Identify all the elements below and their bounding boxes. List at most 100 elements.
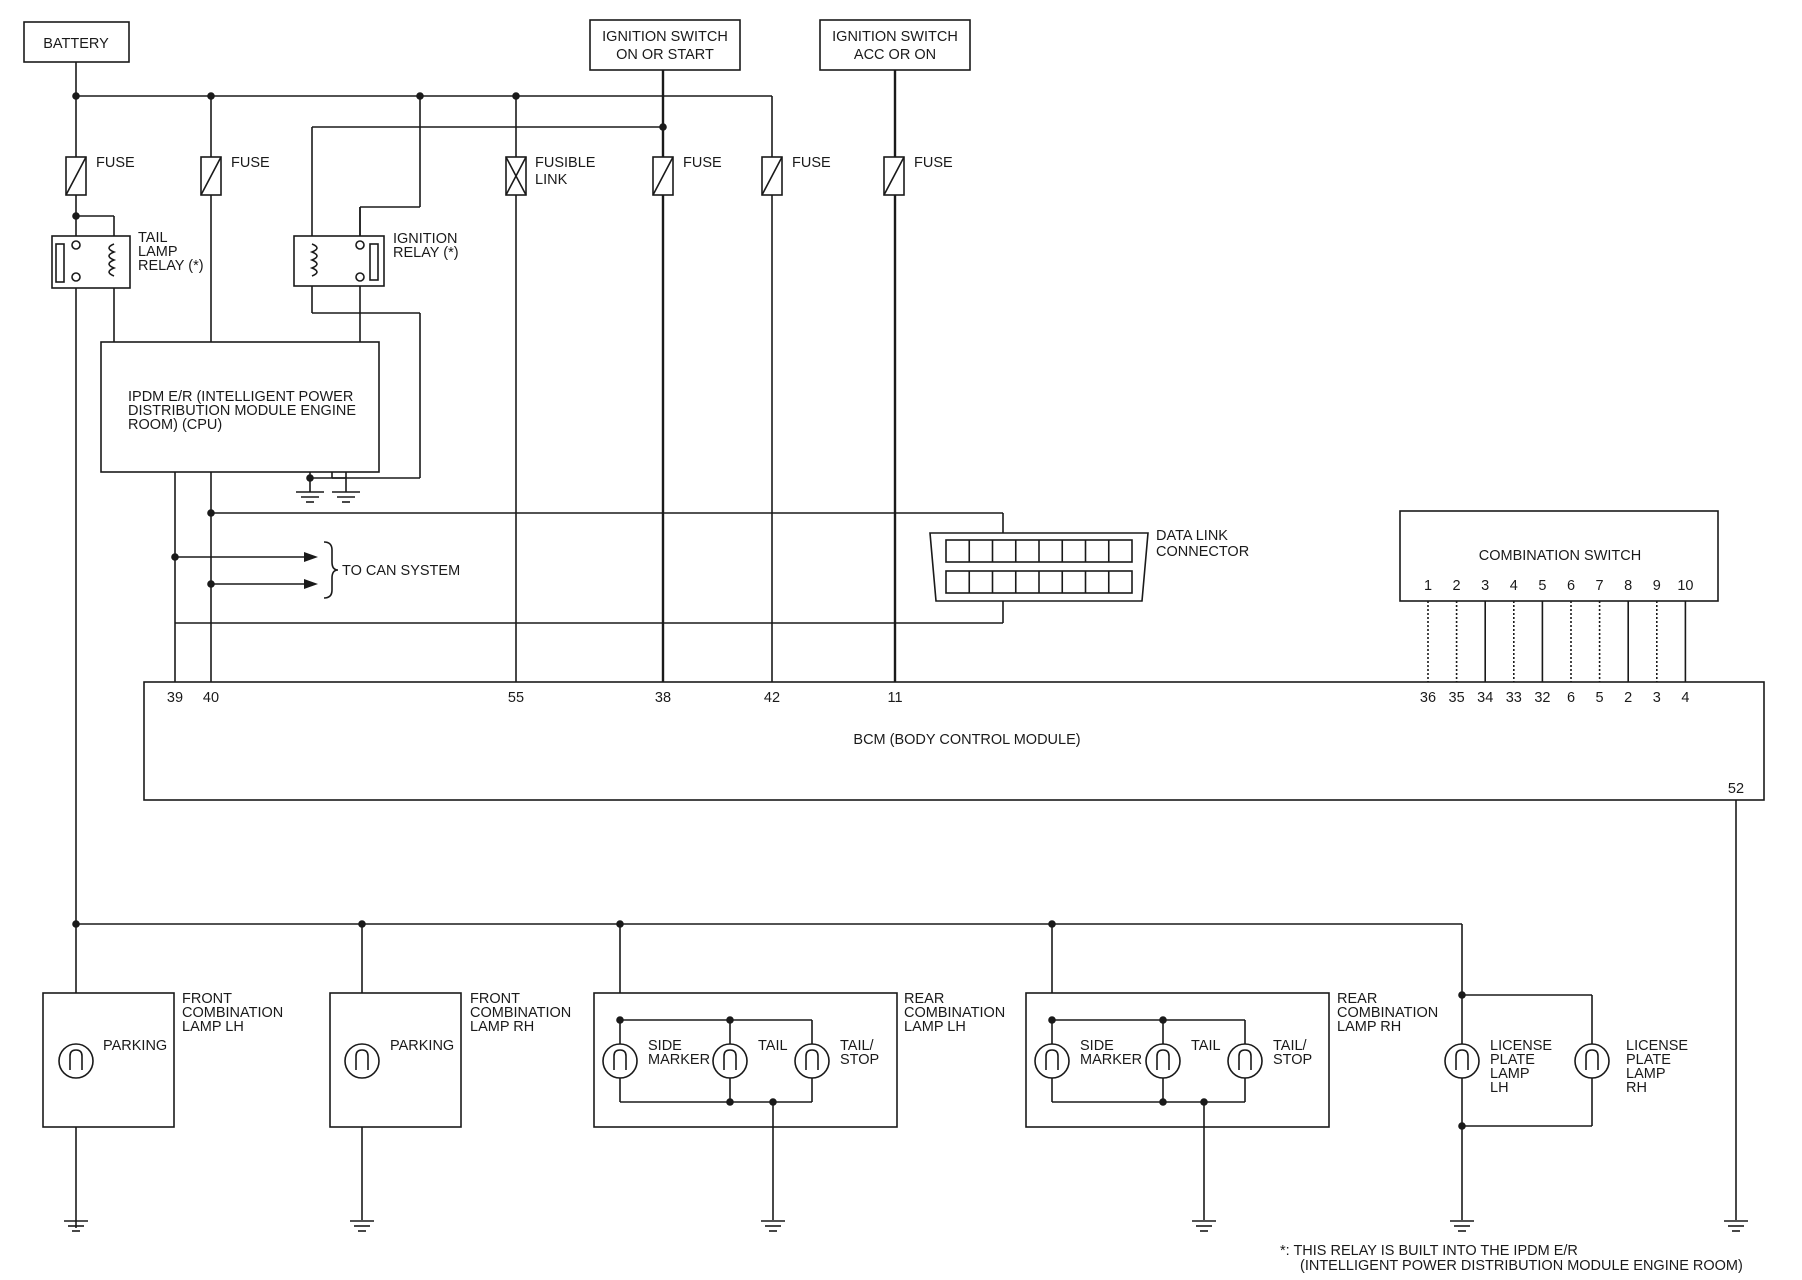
combination-switch-pin: 9 [1653, 578, 1661, 594]
rear-lh-stop-2: STOP [840, 1052, 879, 1068]
bcm-pin52-ground [1724, 800, 1748, 1232]
bcm-pin-left: 38 [655, 690, 671, 706]
rear-rh-side-1: SIDE [1080, 1038, 1114, 1054]
bcm-pin-right: 6 [1567, 690, 1575, 706]
rear-lh-title-2: COMBINATION [904, 1005, 1005, 1021]
combination-switch-pin: 4 [1510, 578, 1518, 594]
bcm-pin-left: 42 [764, 690, 780, 706]
rear-rh-title-2: COMBINATION [1337, 1005, 1438, 1021]
can-system: TO CAN SYSTEM [171, 509, 1004, 624]
bcm-pin-left: 39 [167, 690, 183, 706]
ipdm-module: IPDM E/R (INTELLIGENT POWER DISTRIBUTION… [100, 195, 380, 503]
bcm-pin-right: 2 [1624, 690, 1632, 706]
bcm-pin-right: 35 [1449, 690, 1465, 706]
tail-relay-label-1: TAIL [138, 230, 168, 246]
bcm-pin-right: 33 [1506, 690, 1522, 706]
rear-lh-stop-1: TAIL/ [840, 1038, 875, 1054]
bcm-pin-right: 32 [1534, 690, 1550, 706]
combination-switch-label: COMBINATION SWITCH [1479, 548, 1641, 564]
ignition-feeds [311, 70, 897, 479]
ipdm-label-1: IPDM E/R (INTELLIGENT POWER [128, 389, 353, 405]
fuse-2: FUSE [200, 155, 270, 196]
fuse-3-label: FUSE [683, 155, 722, 171]
rear-rh-stop-2: STOP [1273, 1052, 1312, 1068]
bcm-pin-left: 55 [508, 690, 524, 706]
front-combination-lamp-rh: PARKING FRONT COMBINATION LAMP RH [329, 991, 571, 1232]
ignition-on-start-label-1: IGNITION SWITCH [602, 29, 728, 45]
rear-lh-side-1: SIDE [648, 1038, 682, 1054]
footnote-line-2: (INTELLIGENT POWER DISTRIBUTION MODULE E… [1300, 1258, 1743, 1274]
fuse-4-label: FUSE [792, 155, 831, 171]
fuse-3: FUSE [652, 155, 722, 196]
license-rh-label-3: LAMP [1626, 1066, 1666, 1082]
license-lh-label-4: LH [1490, 1080, 1509, 1096]
rear-combination-lamp-rh: SIDE MARKER TAIL TAIL/ STOP REAR COMBINA… [1025, 991, 1438, 1232]
combination-switch-pin: 5 [1538, 578, 1546, 594]
bcm-pin-right: 5 [1596, 690, 1604, 706]
bcm-pin-right: 36 [1420, 690, 1436, 706]
license-rh-label-1: LICENSE [1626, 1038, 1688, 1054]
license-lh-label-3: LAMP [1490, 1066, 1530, 1082]
rear-rh-title-1: REAR [1337, 991, 1377, 1007]
ignition-on-start-label-2: ON OR START [616, 47, 714, 63]
combination-switch-pin: 10 [1677, 578, 1693, 594]
front-lh-bulb-label: PARKING [103, 1038, 167, 1054]
license-plate-lamps: LICENSE PLATE LAMP LH LICENSE PLATE LAMP… [1444, 991, 1688, 1232]
tail-lamp-relay: TAIL LAMP RELAY (*) [51, 195, 204, 342]
ignition-acc-on-label-2: ACC OR ON [854, 47, 936, 63]
ignition-relay-label-2: RELAY (*) [393, 245, 459, 261]
tail-relay-label-3: RELAY (*) [138, 258, 204, 274]
tail-relay-label-2: LAMP [138, 244, 178, 260]
footnote-line-1: *: THIS RELAY IS BUILT INTO THE IPDM E/R [1280, 1243, 1578, 1259]
bcm-pin-right: 4 [1681, 690, 1689, 706]
fuse-4: FUSE [761, 155, 831, 196]
ignition-switch-acc-on-box: IGNITION SWITCH ACC OR ON [819, 19, 971, 71]
combination-switch-pin: 2 [1453, 578, 1461, 594]
front-lh-title-1: FRONT [182, 991, 232, 1007]
battery-box: BATTERY [23, 21, 130, 63]
front-rh-title-1: FRONT [470, 991, 520, 1007]
bcm-pin-right: 3 [1653, 690, 1661, 706]
battery-bus [72, 62, 773, 238]
license-rh-label-2: PLATE [1626, 1052, 1671, 1068]
bcm-pin-52: 52 [1728, 781, 1744, 797]
fuse-1-label: FUSE [96, 155, 135, 171]
bcm-label: BCM (BODY CONTROL MODULE) [853, 732, 1080, 748]
battery-label: BATTERY [43, 36, 109, 52]
ignition-relay: IGNITION RELAY (*) [293, 207, 459, 342]
rear-rh-side-2: MARKER [1080, 1052, 1142, 1068]
combination-switch-wires [1427, 601, 1687, 682]
front-rh-bulb-label: PARKING [390, 1038, 454, 1054]
combination-switch-pin: 3 [1481, 578, 1489, 594]
license-lh-label-2: PLATE [1490, 1052, 1535, 1068]
combination-switch-pin: 8 [1624, 578, 1632, 594]
ignition-switch-on-start-box: IGNITION SWITCH ON OR START [589, 19, 741, 71]
fusible-link-label-2: LINK [535, 172, 568, 188]
ipdm-label-3: ROOM) (CPU) [128, 417, 222, 433]
bcm-pin-left: 11 [887, 690, 902, 706]
can-system-label: TO CAN SYSTEM [342, 563, 460, 579]
rear-rh-title-3: LAMP RH [1337, 1019, 1401, 1035]
front-rh-title-2: COMBINATION [470, 1005, 571, 1021]
fuse-1: FUSE [65, 155, 135, 196]
front-rh-title-3: LAMP RH [470, 1019, 534, 1035]
ignition-relay-label-1: IGNITION [393, 231, 457, 247]
rear-rh-tail: TAIL [1191, 1038, 1221, 1054]
fuse-2-label: FUSE [231, 155, 270, 171]
main-vertical-runs [75, 195, 897, 1228]
rear-lh-title-3: LAMP LH [904, 1019, 966, 1035]
combination-switch-pin: 6 [1567, 578, 1575, 594]
ignition-acc-on-label-1: IGNITION SWITCH [832, 29, 958, 45]
front-combination-lamp-lh: PARKING FRONT COMBINATION LAMP LH [42, 991, 283, 1232]
ipdm-label-2: DISTRIBUTION MODULE ENGINE [128, 403, 356, 419]
rear-lh-side-2: MARKER [648, 1052, 710, 1068]
dlc-label-2: CONNECTOR [1156, 544, 1249, 560]
license-rh-label-4: RH [1626, 1080, 1647, 1096]
rear-combination-lamp-lh: SIDE MARKER TAIL TAIL/ STOP REAR COMBINA… [593, 991, 1005, 1232]
dlc-label-1: DATA LINK [1156, 528, 1228, 544]
rear-lh-title-1: REAR [904, 991, 944, 1007]
bcm-pin-right: 34 [1477, 690, 1493, 706]
